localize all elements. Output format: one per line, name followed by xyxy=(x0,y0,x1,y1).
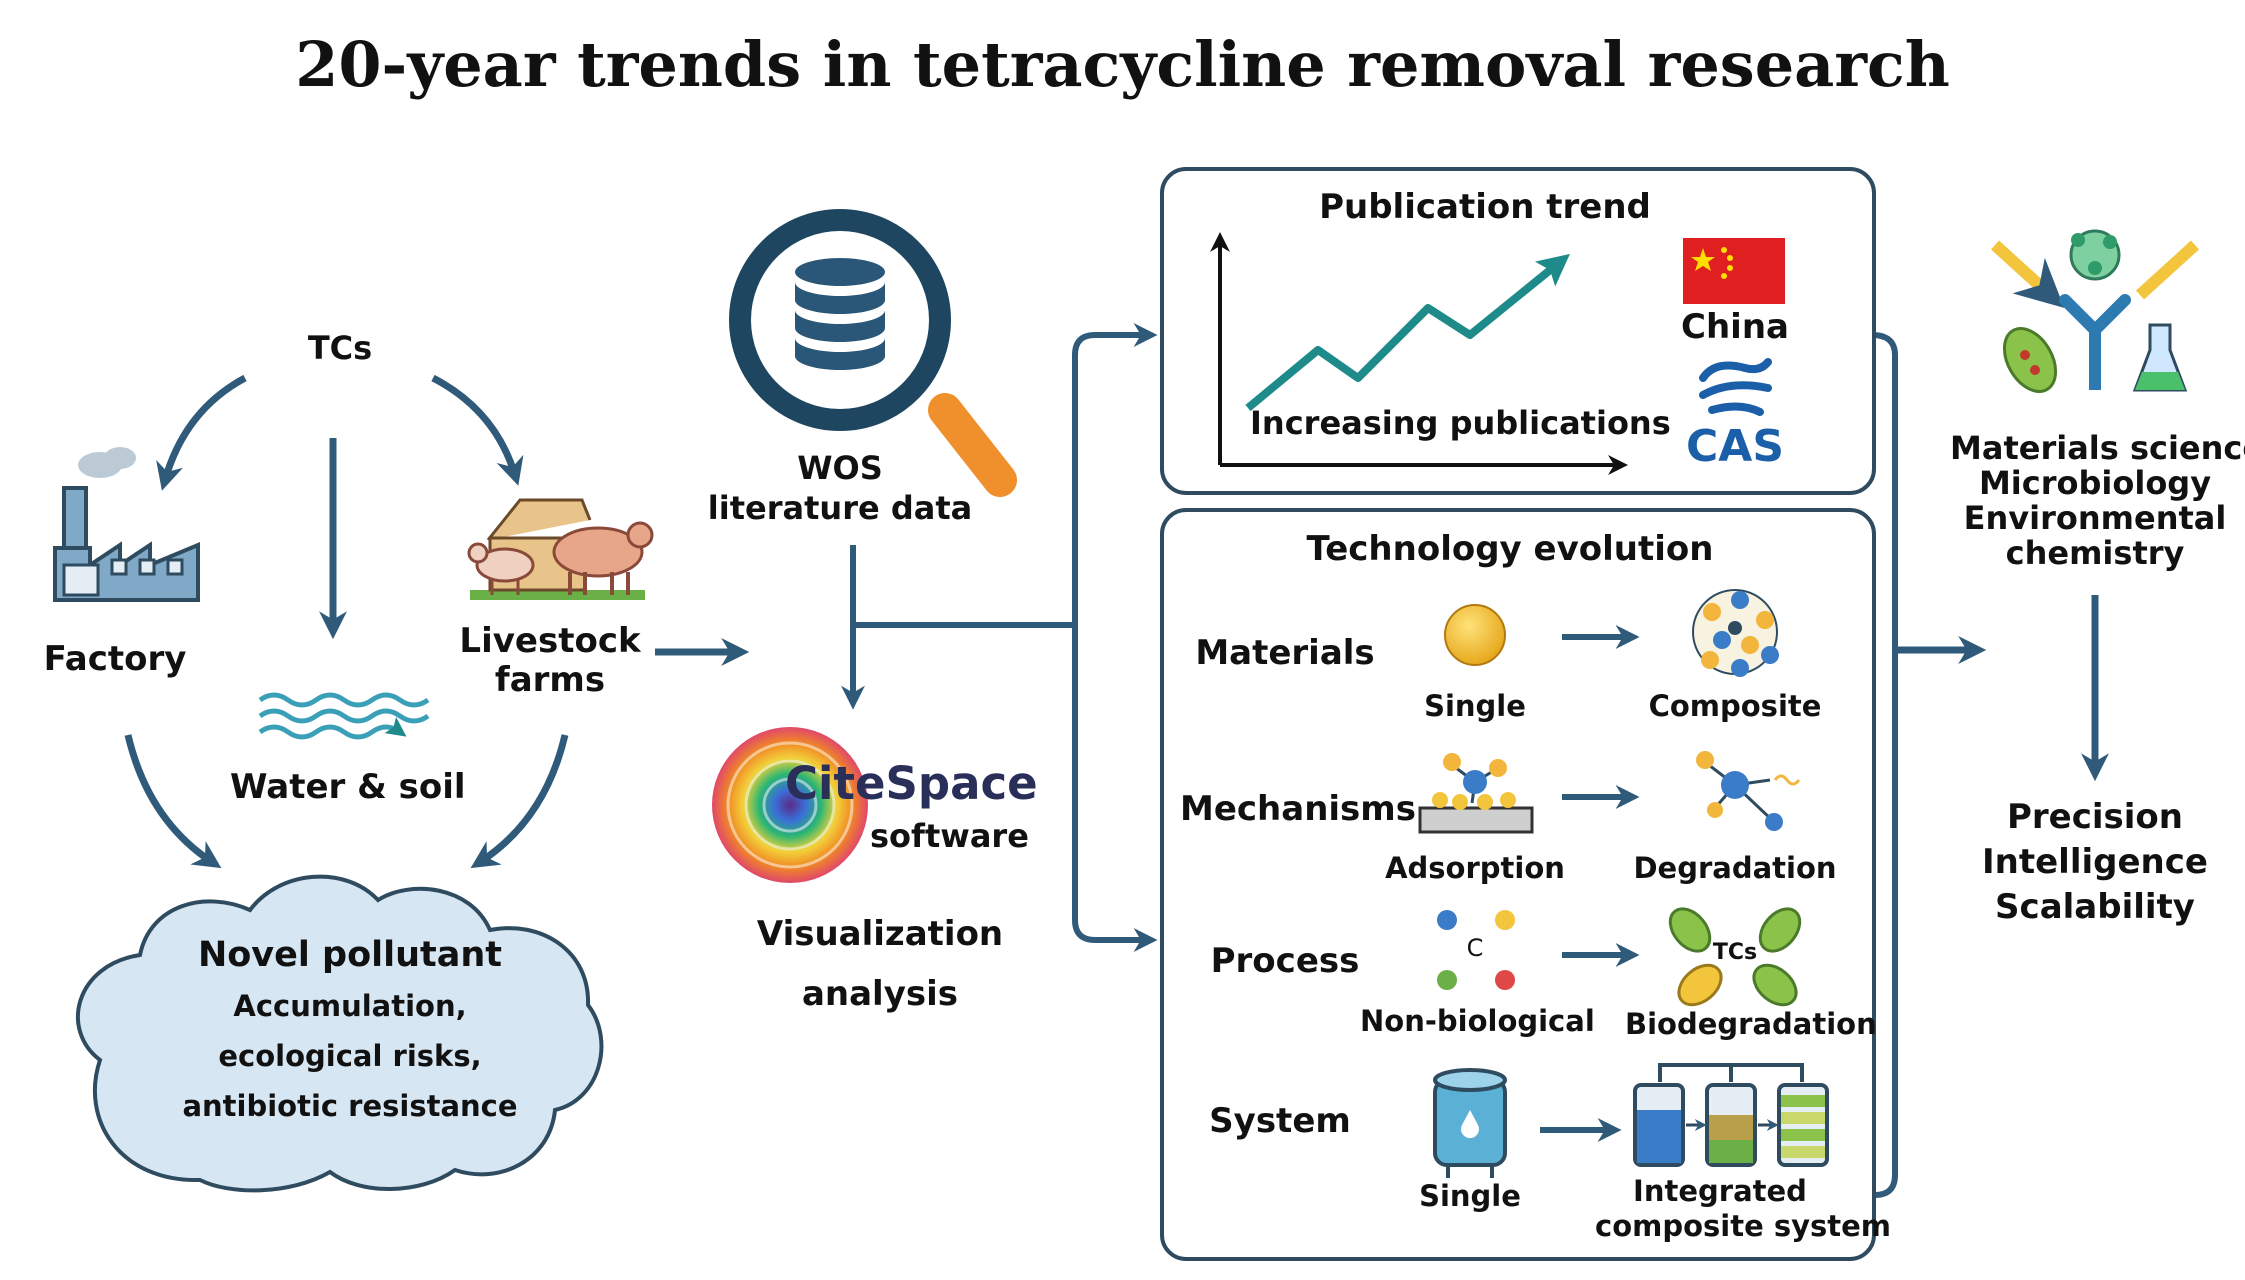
livestock-icon xyxy=(467,498,654,600)
to-technology-arrow xyxy=(1072,625,1158,952)
cloud-line-3: antibiotic resistance xyxy=(182,1089,518,1123)
goal-scalability: Scalability xyxy=(1995,887,2195,927)
livestock-label: Livestock farms xyxy=(459,621,641,701)
tech-from-mechanisms: Adsorption xyxy=(1385,851,1565,885)
trend-line xyxy=(1245,253,1570,412)
tcs-to-factory-arrow xyxy=(156,374,247,491)
tcs-label: TCs xyxy=(307,329,373,367)
biodegradation-icon xyxy=(1668,907,1802,1007)
factory-label: Factory xyxy=(43,639,187,679)
tech-row-arrows xyxy=(1540,625,1640,1142)
to-publication-arrow xyxy=(1072,323,1158,625)
factory-to-cloud-arrow xyxy=(124,734,222,869)
wos-label-2: literature data xyxy=(707,489,973,527)
single-material-icon xyxy=(1444,604,1506,666)
goal-precision: Precision xyxy=(2006,797,2183,837)
biodegradation-tcs-label: TCs xyxy=(1712,940,1758,965)
tech-to-system-1: Integrated xyxy=(1633,1174,1807,1208)
tech-row-label-process: Process xyxy=(1210,941,1360,981)
tech-to-system-2: composite system xyxy=(1595,1209,1892,1243)
visualization-label-1: Visualization xyxy=(756,914,1004,954)
tech-from-system: Single xyxy=(1419,1179,1521,1213)
integrated-system-icon xyxy=(1633,1063,1829,1167)
citespace-software: software xyxy=(870,817,1029,855)
discipline-4: chemistry xyxy=(2005,534,2185,572)
single-tank-icon xyxy=(1433,1068,1507,1178)
goal-intelligence: Intelligence xyxy=(1982,842,2208,882)
diagram-title: 20-year trends in tetracycline removal r… xyxy=(295,28,1950,101)
cloud-line-1: Accumulation, xyxy=(233,989,467,1023)
publication-trend-chart xyxy=(1210,232,1628,475)
discipline-3: Environmental xyxy=(1963,499,2227,537)
technology-title: Technology evolution xyxy=(1306,529,1714,569)
tcs-to-livestock-arrow xyxy=(431,374,524,486)
process-c-label: C xyxy=(1466,934,1484,962)
china-label: China xyxy=(1681,307,1789,347)
factory-icon xyxy=(53,447,200,602)
citespace-logo-icon xyxy=(712,727,868,883)
pollutant-cloud-shape xyxy=(75,874,604,1193)
tech-from-process: Non-biological xyxy=(1360,1004,1595,1038)
water-waves-icon xyxy=(258,692,430,740)
cas-label: CAS xyxy=(1685,421,1785,472)
tech-row-label-materials: Materials xyxy=(1195,633,1375,673)
wos-label-1: WOS xyxy=(797,449,883,487)
panels-bracket xyxy=(1871,332,1898,1198)
composite-material-icon xyxy=(1692,589,1779,677)
tech-to-process: Biodegradation xyxy=(1625,1007,1877,1041)
degradation-icon xyxy=(1696,751,1801,831)
technology-evolution-panel xyxy=(1160,508,1876,1261)
tech-from-materials: Single xyxy=(1424,689,1526,723)
cas-logo-icon xyxy=(1699,358,1772,416)
visualization-label-2: analysis xyxy=(801,974,959,1014)
adsorption-icon xyxy=(1418,753,1534,834)
interdisciplinary-icon xyxy=(1990,229,2200,393)
citespace-name: CiteSpace xyxy=(785,757,1038,810)
discipline-1: Materials science xyxy=(1950,429,2245,467)
tech-row-label-mechanisms: Mechanisms xyxy=(1180,789,1416,829)
water-soil-label: Water & soil xyxy=(230,767,466,807)
tech-row-label-system: System xyxy=(1209,1101,1351,1141)
wos-magnifier-icon xyxy=(729,209,1017,497)
publication-trend-panel xyxy=(1160,167,1876,495)
publication-title: Publication trend xyxy=(1319,187,1651,227)
cloud-line-2: ecological risks, xyxy=(218,1039,482,1073)
tech-to-mechanisms: Degradation xyxy=(1633,851,1837,885)
non-biological-icon xyxy=(1437,910,1515,990)
source-arrows xyxy=(124,374,750,869)
cloud-title: Novel pollutant xyxy=(197,935,503,975)
discipline-2: Microbiology xyxy=(1978,464,2212,502)
increasing-publications-label: Increasing publications xyxy=(1250,404,1671,442)
china-flag-icon xyxy=(1683,238,1785,304)
livestock-to-cloud-arrow xyxy=(470,734,569,869)
tech-to-materials: Composite xyxy=(1648,689,1822,723)
